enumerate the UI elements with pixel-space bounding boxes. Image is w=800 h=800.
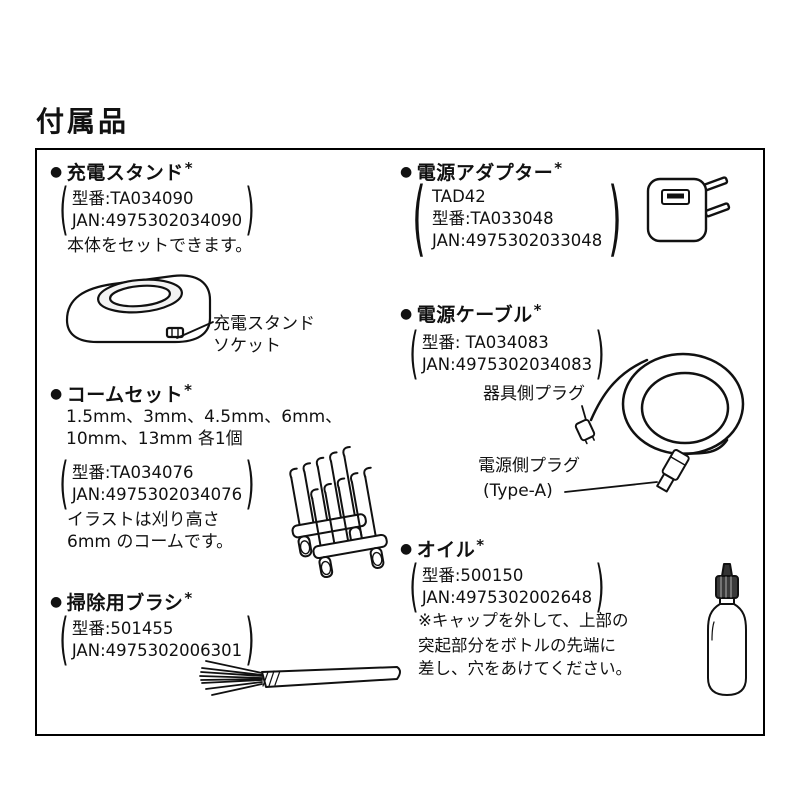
charging-stand-codes: ( 型番:TA034090 JAN:4975302034090 )	[53, 182, 261, 238]
comb-set-codes: ( 型番:TA034076 JAN:4975302034076 )	[53, 456, 261, 512]
bullet-icon: ●	[400, 305, 413, 322]
charging-stand-socket-label-line2: ソケット	[213, 336, 281, 356]
charging-stand-heading-label: 充電スタンド	[66, 162, 184, 184]
bullet-icon: ●	[50, 385, 63, 402]
charging-stand-socket-leader-line	[176, 321, 214, 339]
charging-stand-socket-label-line1: 充電スタンド	[213, 314, 315, 334]
charging-stand-model: 型番:TA034090	[71, 188, 194, 208]
device-plug-leader-line	[581, 405, 587, 421]
paren-open-icon: (	[59, 451, 69, 516]
asterisk-mark: *	[476, 536, 485, 554]
comb-set-sizes-line1: 1.5mm、3mm、4.5mm、6mm、	[66, 407, 343, 427]
paren-open-icon: (	[409, 321, 419, 386]
comb-set-heading: ● コームセット *	[50, 380, 193, 407]
oil-codes: ( 型番:500150 JAN:4975302002648 )	[403, 559, 611, 615]
power-adapter-jan: JAN:4975302033048	[432, 231, 603, 251]
accessories-frame: ● 充電スタンド * ( 型番:TA034090 JAN:49753020340…	[35, 148, 765, 736]
power-adapter-heading: ● 電源アダプター *	[400, 158, 563, 185]
comb-set-jan: JAN:4975302034076	[71, 485, 243, 504]
charging-stand-jan: JAN:4975302034090	[71, 211, 243, 230]
bullet-icon: ●	[400, 163, 413, 180]
power-adapter-heading-label: 電源アダプター	[416, 162, 554, 184]
power-cable-jan: JAN:4975302034083	[421, 355, 593, 374]
oil-note-line3: 差し、穴をあけてください。	[418, 659, 633, 678]
comb-set-sizes-line2: 10mm、13mm 各1個	[66, 429, 243, 449]
comb-set-heading-label: コームセット	[66, 384, 184, 406]
device-plug-label: 器具側プラグ	[483, 384, 585, 404]
oil-note-line1: ※キャップを外して、上部の	[418, 611, 629, 630]
power-plug-label: 電源側プラグ	[478, 456, 580, 476]
cleaning-brush-model: 型番:501455	[71, 618, 174, 638]
paren-close-icon: )	[595, 321, 605, 386]
paren-close-icon: )	[608, 171, 622, 266]
charging-stand-note: 本体をセットできます。	[67, 236, 253, 256]
comb-set-illustration	[289, 446, 388, 579]
cleaning-brush-codes: ( 型番:501455 JAN:4975302006301 )	[53, 612, 261, 668]
bullet-icon: ●	[400, 540, 413, 557]
power-plug-type-label: (Type-A)	[483, 481, 553, 501]
asterisk-mark: *	[554, 159, 563, 177]
power-adapter-codes: ( TAD42 型番:TA033048 JAN:4975302033048 )	[403, 178, 631, 260]
paren-close-icon: )	[245, 451, 255, 516]
paren-open-icon: (	[412, 171, 426, 266]
asterisk-mark: *	[533, 301, 542, 319]
asterisk-mark: *	[184, 589, 193, 607]
charging-stand-heading: ● 充電スタンド *	[50, 158, 193, 185]
page-title: 付属品	[36, 105, 130, 138]
paren-open-icon: (	[409, 554, 419, 619]
oil-model: 型番:500150	[421, 565, 524, 585]
bullet-icon: ●	[50, 593, 63, 610]
power-cable-codes: ( 型番: TA034083 JAN:4975302034083 )	[403, 326, 611, 382]
paren-close-icon: )	[245, 177, 255, 242]
power-adapter-model: 型番:TA033048	[432, 208, 554, 228]
power-plug-leader-line	[564, 481, 658, 493]
cleaning-brush-illustration	[199, 660, 401, 696]
comb-set-note-line2: 6mm のコームです。	[67, 532, 234, 552]
cleaning-brush-heading-label: 掃除用ブラシ	[66, 592, 184, 614]
oil-note-line2: 突起部分をボトルの先端に	[418, 636, 616, 655]
charging-stand-illustration	[65, 274, 214, 344]
oil-bottle-illustration	[707, 563, 747, 696]
oil-jan: JAN:4975302002648	[421, 588, 593, 607]
bullet-icon: ●	[50, 163, 63, 180]
asterisk-mark: *	[184, 381, 193, 399]
paren-open-icon: (	[59, 177, 69, 242]
power-cable-heading: ● 電源ケーブル *	[400, 300, 542, 327]
paren-open-icon: (	[59, 607, 69, 672]
oil-heading-label: オイル	[416, 539, 476, 561]
cleaning-brush-heading: ● 掃除用ブラシ *	[50, 588, 193, 615]
cleaning-brush-jan: JAN:4975302006301	[71, 641, 243, 660]
power-adapter-product: TAD42	[432, 186, 486, 206]
power-cable-illustration	[564, 352, 745, 493]
power-adapter-illustration	[646, 176, 731, 243]
paren-close-icon: )	[595, 554, 605, 619]
oil-heading: ● オイル *	[400, 535, 485, 562]
asterisk-mark: *	[184, 159, 194, 177]
power-cable-heading-label: 電源ケーブル	[416, 304, 533, 326]
comb-set-note-line1: イラストは刈り高さ	[67, 510, 220, 530]
comb-set-model: 型番:TA034076	[71, 462, 194, 482]
power-cable-model: 型番: TA034083	[421, 332, 549, 352]
paren-close-icon: )	[245, 607, 255, 672]
